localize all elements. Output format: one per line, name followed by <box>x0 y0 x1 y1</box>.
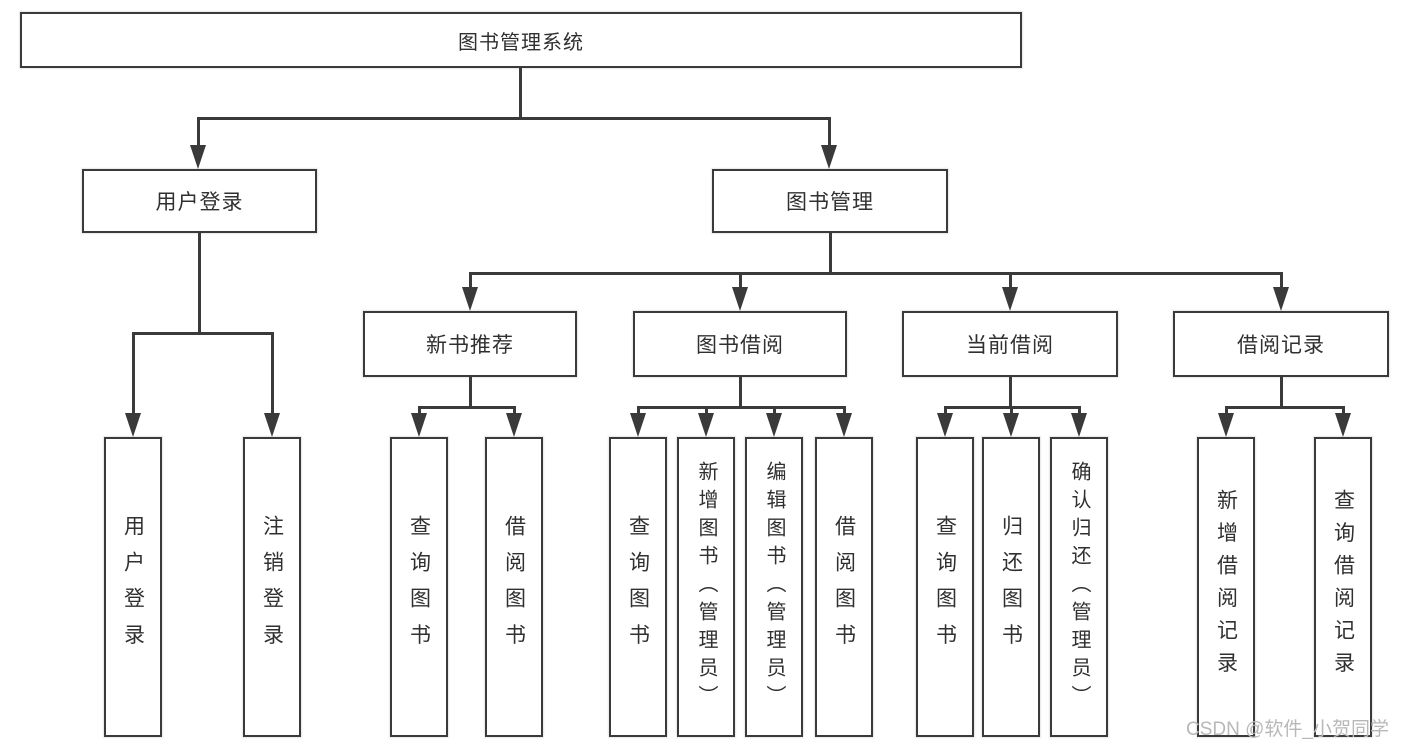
connector-book-management-splitter <box>469 272 1282 275</box>
node-user-login-label: 用户登录 <box>155 191 244 214</box>
connector-leaf-drop <box>843 406 846 416</box>
leaf-user-login: 用户登录 <box>104 437 162 737</box>
node-current-borrow: 当前借阅 <box>902 311 1118 377</box>
arrowhead-leaf <box>1335 413 1351 437</box>
connector-borrow-records-drop <box>1280 272 1283 290</box>
node-book-borrow: 图书借阅 <box>633 311 847 377</box>
connector-book-borrow-drop <box>739 272 742 290</box>
connector-current-borrow-drop <box>1009 272 1012 290</box>
connector-book-borrow-stem <box>739 377 742 408</box>
arrowhead-leaf <box>937 413 953 437</box>
connector-current-borrow-splitter <box>944 406 1081 409</box>
connector-leaf-drop <box>944 406 947 416</box>
arrowhead-book-management <box>821 145 837 169</box>
leaf-edit-books-admin-label: 编辑图书（管理员） <box>763 461 785 713</box>
connector-leaf-drop <box>773 406 776 416</box>
leaf-query-books-2-label: 查询图书 <box>626 514 650 660</box>
arrowhead-leaf <box>630 413 646 437</box>
leaf-return-books: 归还图书 <box>982 437 1040 737</box>
connector-borrow-records-splitter <box>1225 406 1344 409</box>
connector-user-login-stem <box>198 233 201 333</box>
connector-book-management-stem <box>829 233 832 274</box>
leaf-return-books-label: 归还图书 <box>999 514 1023 660</box>
leaf-add-books-admin: 新增图书（管理员） <box>677 437 735 737</box>
leaf-confirm-return-admin: 确认归还（管理员） <box>1050 437 1108 737</box>
connector-new-book-splitter <box>418 406 516 409</box>
connector-root-stem <box>519 68 522 118</box>
node-borrow-records: 借阅记录 <box>1173 311 1389 377</box>
arrowhead-leaf <box>1003 413 1019 437</box>
leaf-borrow-books-1: 借阅图书 <box>485 437 543 737</box>
arrowhead-user-login <box>190 145 206 169</box>
leaf-user-login-label: 用户登录 <box>121 514 145 660</box>
arrowhead-leaf-login <box>125 413 141 437</box>
arrowhead-leaf <box>698 413 714 437</box>
connector-leaf-drop <box>418 406 421 416</box>
leaf-query-books-2: 查询图书 <box>609 437 667 737</box>
connector-leaf-drop <box>1010 406 1013 416</box>
leaf-query-borrow-record-label: 查询借阅记录 <box>1331 489 1355 685</box>
leaf-query-borrow-record: 查询借阅记录 <box>1314 437 1372 737</box>
connector-leaf-drop <box>1225 406 1228 416</box>
leaf-borrow-books-2: 借阅图书 <box>815 437 873 737</box>
node-new-book-recommend-label: 新书推荐 <box>426 334 514 357</box>
connector-leaf-login-drop <box>132 332 135 414</box>
leaf-logout: 注销登录 <box>243 437 301 737</box>
arrowhead-current-borrow <box>1002 287 1018 311</box>
leaf-query-books-3-label: 查询图书 <box>933 514 957 660</box>
arrowhead-leaf <box>766 413 782 437</box>
leaf-borrow-books-2-label: 借阅图书 <box>832 514 856 660</box>
connector-leaf-drop <box>1078 406 1081 416</box>
connector-new-book-stem <box>469 377 472 408</box>
leaf-logout-label: 注销登录 <box>260 514 284 660</box>
leaf-borrow-books-1-label: 借阅图书 <box>502 514 526 660</box>
connector-leaf-logout-drop <box>271 332 274 414</box>
leaf-confirm-return-admin-label: 确认归还（管理员） <box>1068 461 1090 713</box>
node-user-login: 用户登录 <box>82 169 317 233</box>
leaf-query-books-3: 查询图书 <box>916 437 974 737</box>
node-book-borrow-label: 图书借阅 <box>696 334 784 357</box>
node-borrow-records-label: 借阅记录 <box>1237 334 1325 357</box>
leaf-add-borrow-record-label: 新增借阅记录 <box>1214 489 1238 685</box>
node-root-label: 图书管理系统 <box>458 31 584 54</box>
connector-leaf-drop <box>637 406 640 416</box>
connector-root-splitter <box>197 117 831 120</box>
connector-user-login-splitter <box>132 332 274 335</box>
arrowhead-leaf-logout <box>264 413 280 437</box>
arrowhead-leaf <box>411 413 427 437</box>
connector-current-borrow-stem <box>1009 377 1012 408</box>
connector-new-book-drop <box>469 272 472 290</box>
arrowhead-new-book-recommend <box>462 287 478 311</box>
node-book-management-label: 图书管理 <box>786 191 874 214</box>
arrowhead-book-borrow <box>732 287 748 311</box>
connector-leaf-drop <box>1342 406 1345 416</box>
connector-book-borrow-splitter <box>637 406 846 409</box>
arrowhead-leaf <box>1218 413 1234 437</box>
leaf-query-books-1: 查询图书 <box>390 437 448 737</box>
node-new-book-recommend: 新书推荐 <box>363 311 577 377</box>
leaf-add-borrow-record: 新增借阅记录 <box>1197 437 1255 737</box>
leaf-add-books-admin-label: 新增图书（管理员） <box>695 461 717 713</box>
connector-user-login-drop <box>197 117 200 147</box>
connector-book-management-drop <box>828 117 831 147</box>
node-root: 图书管理系统 <box>20 12 1022 68</box>
node-current-borrow-label: 当前借阅 <box>966 334 1054 357</box>
arrowhead-leaf <box>506 413 522 437</box>
connector-leaf-drop <box>513 406 516 416</box>
connector-borrow-records-stem <box>1280 377 1283 408</box>
csdn-watermark: CSDN @软件_小贺同学 <box>1186 719 1389 740</box>
connector-leaf-drop <box>705 406 708 416</box>
node-book-management: 图书管理 <box>712 169 948 233</box>
leaf-edit-books-admin: 编辑图书（管理员） <box>745 437 803 737</box>
arrowhead-leaf <box>836 413 852 437</box>
arrowhead-borrow-records <box>1273 287 1289 311</box>
leaf-query-books-1-label: 查询图书 <box>407 514 431 660</box>
arrowhead-leaf <box>1071 413 1087 437</box>
